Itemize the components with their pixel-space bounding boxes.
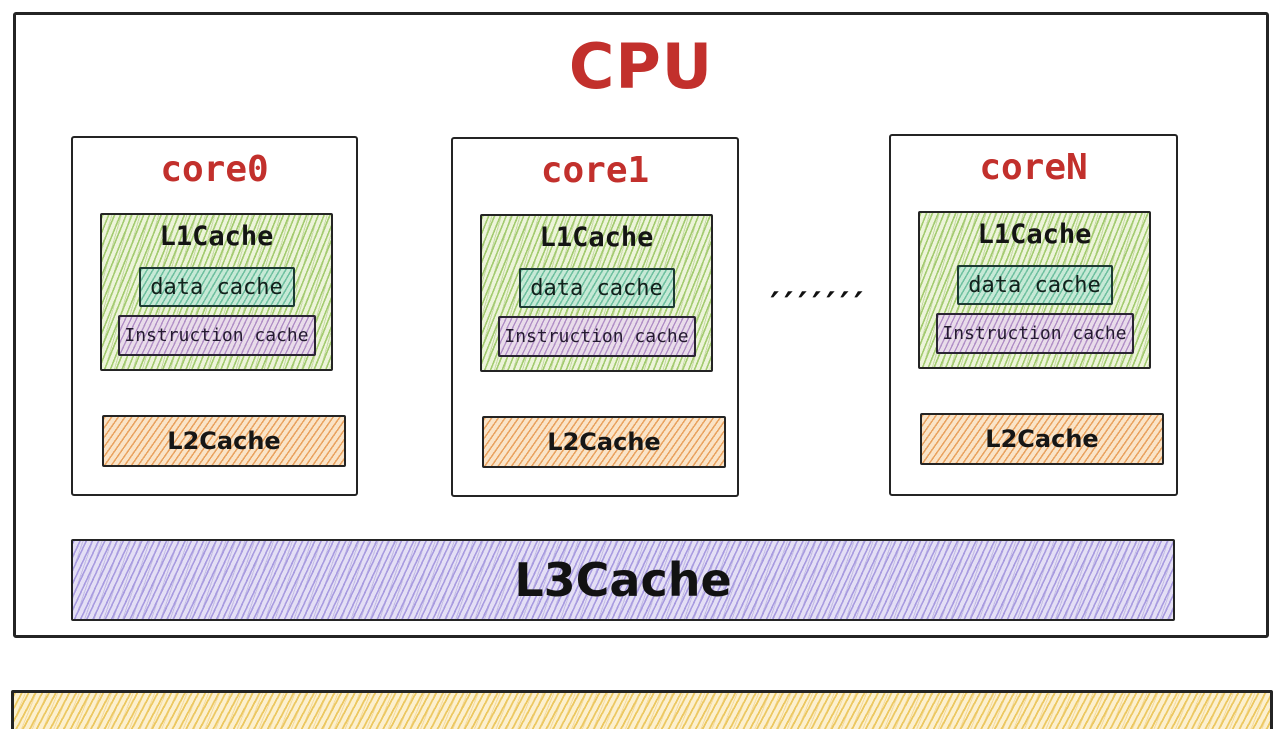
l3cache-label: L3Cache [514, 553, 732, 607]
more-cores-ellipsis: ′′′′′′′ [767, 285, 869, 325]
coreN-l2cache-label: L2Cache [985, 425, 1099, 453]
coreN-title: coreN [979, 147, 1088, 188]
core1-title: core1 [540, 150, 650, 191]
coreN-instruction-cache-label: Instruction cache [942, 323, 1127, 344]
coreN-data-cache-label: data cache [968, 272, 1101, 298]
coreN-data-cache-box: data cache [956, 265, 1113, 305]
core1-l1cache-label: L1Cache [539, 222, 654, 253]
core-box-core0: core0 L1Cache data cache Instruction cac… [71, 136, 358, 496]
cpu-title: CPU [568, 30, 714, 103]
core0-data-cache-box: data cache [138, 267, 295, 307]
l3cache-box: L3Cache [71, 539, 1175, 621]
coreN-l2cache-box: L2Cache [920, 413, 1164, 465]
core-box-coreN: coreN L1Cache data cache Instruction cac… [889, 134, 1178, 496]
core1-data-cache-box: data cache [518, 268, 675, 308]
core1-l2cache-label: L2Cache [547, 428, 661, 456]
coreN-l1cache-box: L1Cache data cache Instruction cache [918, 211, 1151, 369]
core0-l2cache-box: L2Cache [102, 415, 346, 467]
coreN-l1cache-label: L1Cache [977, 219, 1092, 250]
coreN-instruction-cache-box: Instruction cache [935, 313, 1134, 354]
core1-l2cache-box: L2Cache [482, 416, 726, 468]
memory-box [11, 690, 1273, 729]
core1-instruction-cache-box: Instruction cache [497, 316, 696, 357]
core0-l1cache-label: L1Cache [159, 221, 274, 252]
core0-data-cache-label: data cache [150, 274, 283, 300]
cpu-box: CPU core0 L1Cache data cache Instruction… [13, 12, 1269, 638]
core1-data-cache-label: data cache [530, 275, 663, 301]
core0-instruction-cache-box: Instruction cache [117, 315, 316, 356]
core0-title: core0 [160, 149, 269, 190]
core1-l1cache-box: L1Cache data cache Instruction cache [480, 214, 713, 372]
core1-instruction-cache-label: Instruction cache [504, 326, 689, 347]
core-box-core1: core1 L1Cache data cache Instruction cac… [451, 137, 739, 497]
core0-l1cache-box: L1Cache data cache Instruction cache [100, 213, 333, 371]
core0-l2cache-label: L2Cache [167, 427, 281, 455]
core0-instruction-cache-label: Instruction cache [124, 325, 309, 346]
